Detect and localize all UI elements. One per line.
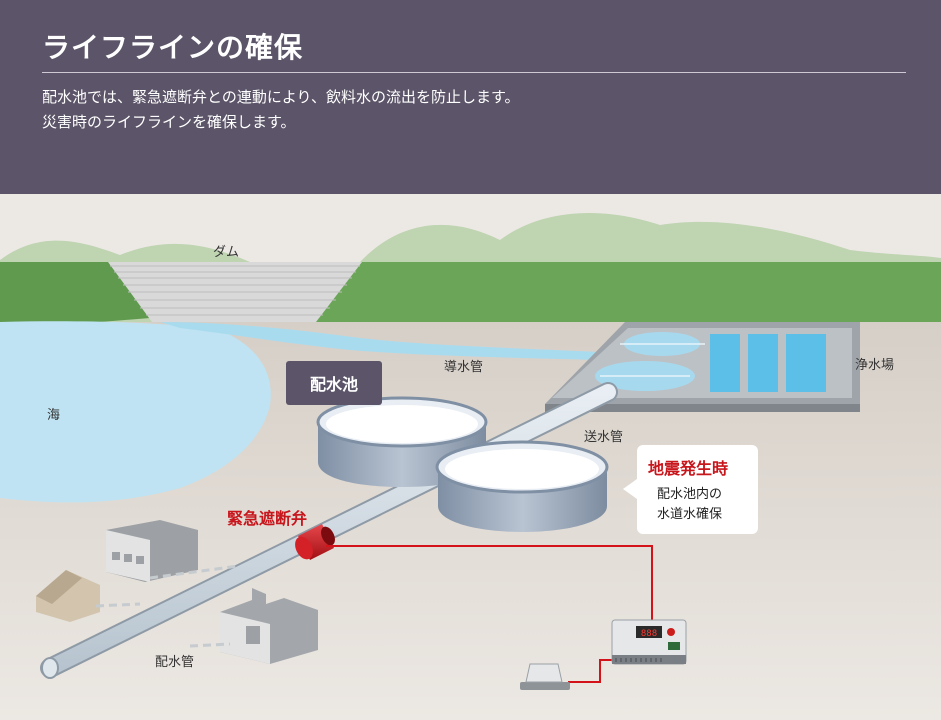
factory	[220, 588, 318, 664]
callout-body: 配水池内の 水道水確保	[657, 485, 722, 525]
hill-left	[0, 262, 150, 330]
reservoir-label-box: 配水池	[286, 361, 382, 405]
label-emergency-valve: 緊急遮断弁	[227, 509, 308, 528]
purification-plant	[545, 322, 860, 412]
house	[36, 570, 100, 622]
signal-wire-to-controller	[326, 545, 653, 622]
label-purification-plant: 浄水場	[855, 358, 895, 373]
seismic-sensor	[520, 663, 570, 690]
lifeline-illustration: 888	[0, 194, 941, 720]
callout-line-1: 配水池内の	[657, 487, 723, 502]
description-line-1: 配水池では、緊急遮断弁との連動により、飲料水の流出を防止します。	[42, 88, 520, 106]
service-lines	[95, 564, 239, 648]
title-divider	[42, 72, 906, 73]
svg-text:888: 888	[641, 629, 657, 639]
river	[160, 322, 600, 360]
label-transmission-pipe: 送水管	[584, 430, 624, 445]
office-building	[106, 520, 198, 582]
label-dam: ダム	[213, 245, 240, 260]
dam-lines	[110, 265, 360, 316]
label-reservoir: 配水池	[309, 375, 358, 394]
header-band: ライフラインの確保 配水池では、緊急遮断弁との連動により、飲料水の流出を防止しま…	[0, 0, 941, 194]
signal-wire-to-sensor	[568, 659, 612, 683]
earthquake-callout: 地震発生時 配水池内の 水道水確保	[623, 445, 758, 534]
controller-display	[636, 626, 662, 638]
callout-line-2: 水道水確保	[657, 507, 723, 522]
page-title: ライフラインの確保	[42, 31, 304, 64]
callout-title: 地震発生時	[648, 459, 729, 478]
emergency-valve	[295, 524, 335, 560]
controller-unit: 888	[611, 619, 687, 665]
label-distribution-pipe: 配水管	[155, 655, 195, 670]
sea	[0, 321, 271, 503]
description-line-2: 災害時のライフラインを確保します。	[42, 113, 296, 131]
label-intake-pipe: 導水管	[444, 360, 484, 375]
reservoir-tank-front	[435, 440, 609, 532]
hill-right	[310, 262, 941, 330]
label-sea: 海	[47, 408, 61, 423]
